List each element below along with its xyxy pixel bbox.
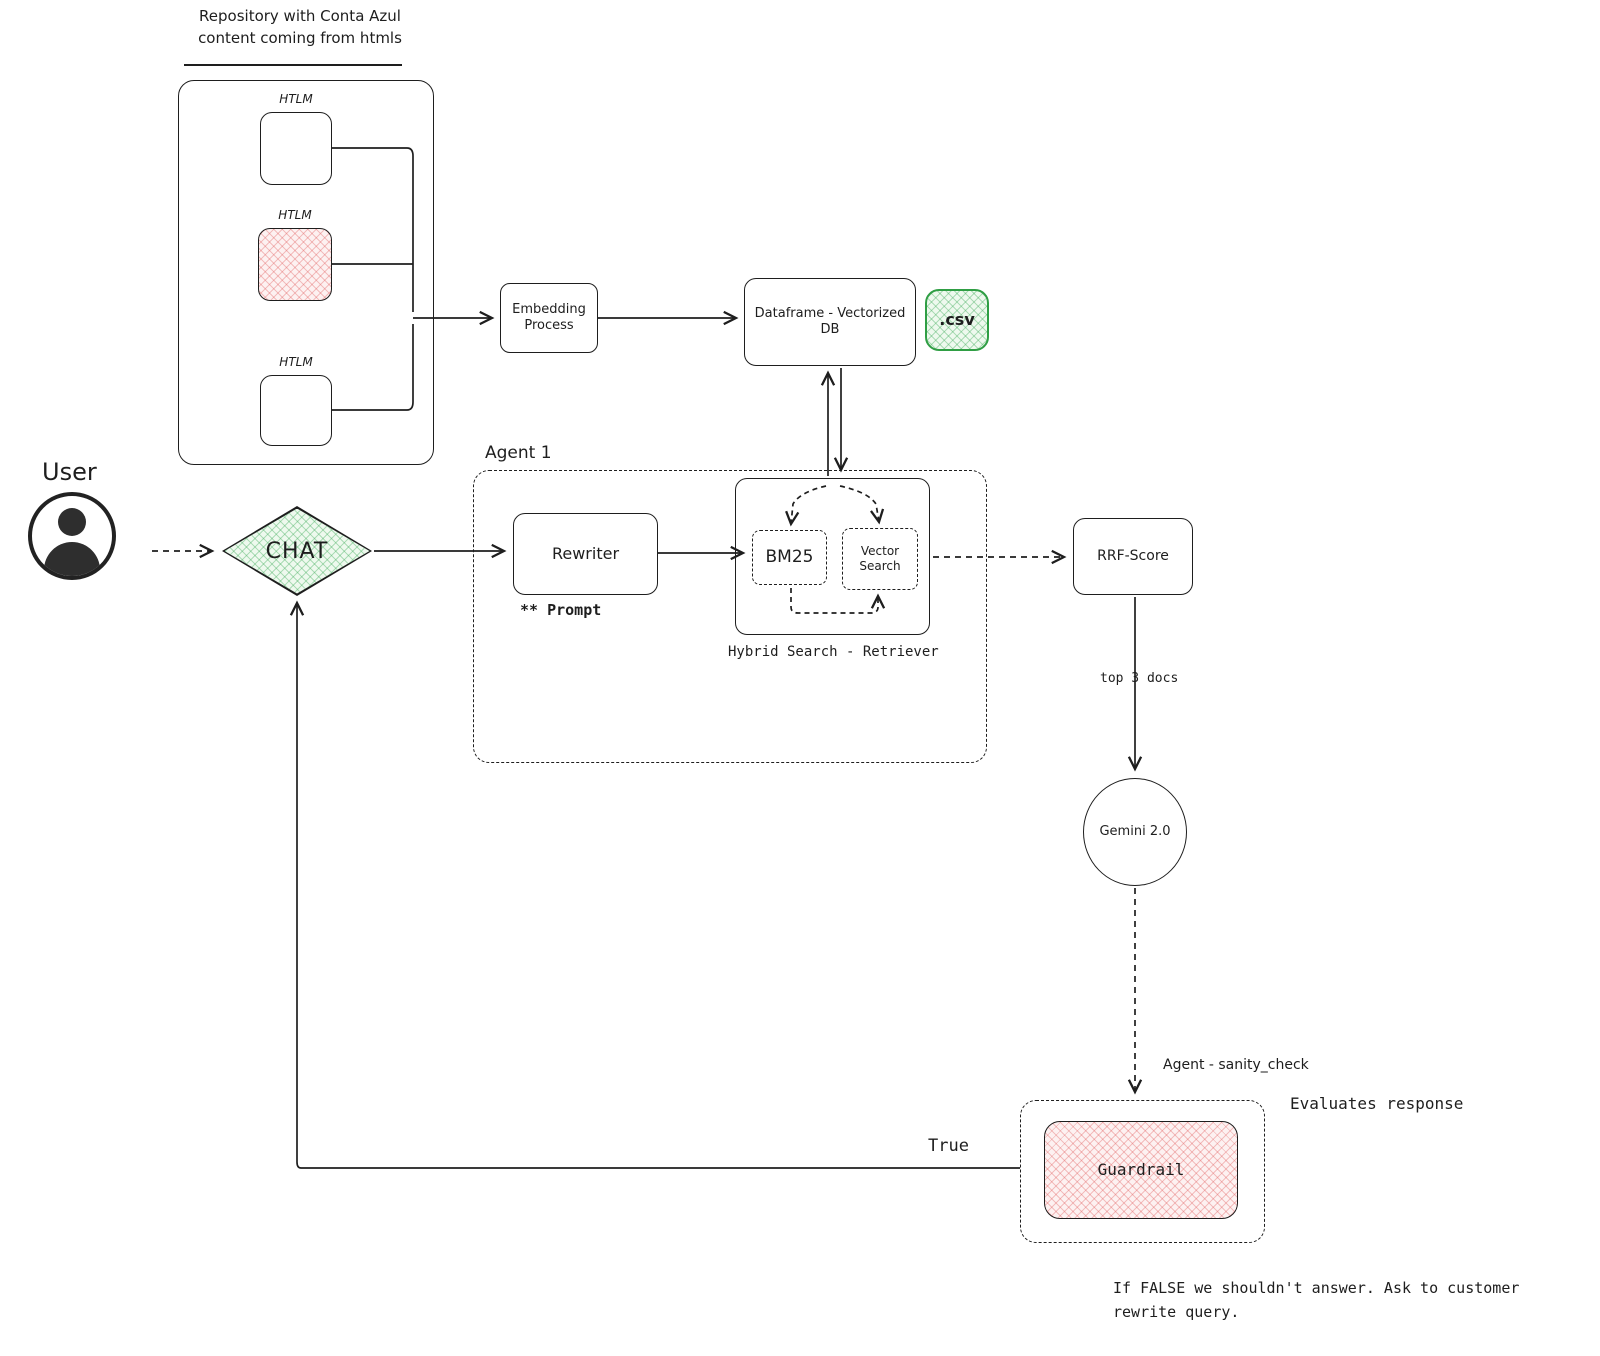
rrf-score-node: RRF-Score <box>1073 518 1193 595</box>
html-box-3-label: HTLM <box>279 355 313 369</box>
prompt-note: ** Prompt <box>520 601 602 619</box>
html-box-1-label: HTLM <box>279 92 313 106</box>
sanity-check-label: Agent - sanity_check <box>1163 1057 1309 1073</box>
embedding-process-node: Embedding Process <box>500 283 598 353</box>
repository-container <box>178 80 434 465</box>
user-avatar <box>28 492 116 580</box>
gemini-node: Gemini 2.0 <box>1083 778 1187 886</box>
html-box-1 <box>260 112 332 185</box>
agent1-label: Agent 1 <box>485 443 552 463</box>
rewriter-node: Rewriter <box>513 513 658 595</box>
guardrail-node: Guardrail <box>1044 1121 1238 1219</box>
html-box-3 <box>260 375 332 446</box>
repository-title-underline <box>184 64 402 66</box>
user-label: User <box>42 458 97 486</box>
user-avatar-body-icon <box>44 542 100 576</box>
chat-label: CHAT <box>265 538 329 564</box>
dataframe-node: Dataframe - Vectorized DB <box>744 278 916 366</box>
html-box-2-label: HTLM <box>278 208 312 222</box>
false-branch-note: If FALSE we shouldn't answer. Ask to cus… <box>1113 1279 1520 1321</box>
agent1-container <box>473 470 987 763</box>
vector-search-node: Vector Search <box>842 528 918 590</box>
hybrid-search-label: Hybrid Search - Retriever <box>728 644 939 660</box>
true-branch-label: True <box>928 1136 969 1156</box>
csv-node: .csv <box>925 289 989 351</box>
bm25-node: BM25 <box>752 530 827 585</box>
evaluates-response-label: Evaluates response <box>1290 1094 1464 1113</box>
user-avatar-head-icon <box>58 508 86 536</box>
guardrail-container <box>1020 1100 1265 1243</box>
top3-docs-label: top 3 docs <box>1100 671 1179 686</box>
html-box-2 <box>258 228 332 301</box>
hybrid-search-container <box>735 478 930 635</box>
